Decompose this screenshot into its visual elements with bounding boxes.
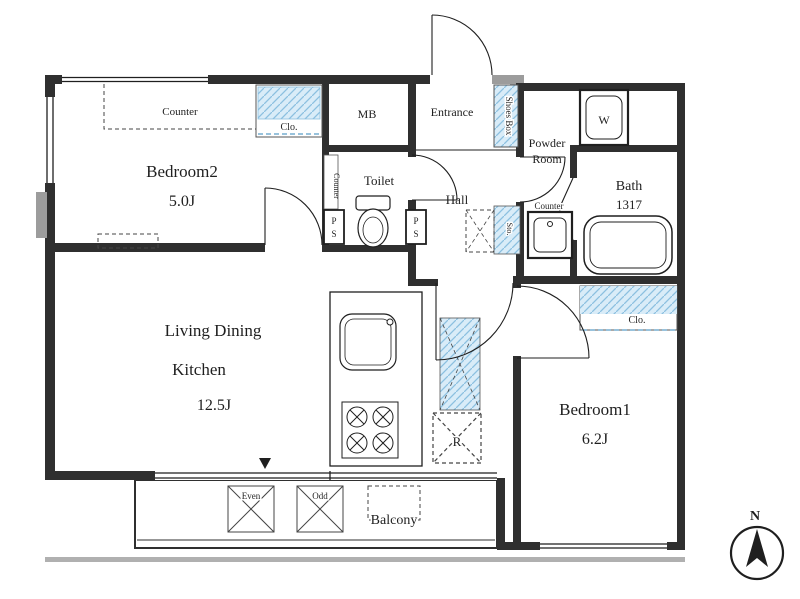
ldk-door-arc	[435, 282, 514, 361]
compass: N	[729, 509, 785, 581]
powder-room-label-2: Room	[532, 152, 562, 166]
vanity-faucet	[547, 221, 553, 227]
toilet-label: Toilet	[364, 173, 395, 188]
stove	[341, 401, 399, 459]
ps-right-s: S	[413, 229, 418, 239]
ac-unit-even	[227, 485, 275, 533]
bedroom1-size-label: 6.2J	[582, 431, 608, 448]
balcony-equipment	[227, 485, 421, 533]
sink-faucet	[386, 318, 394, 326]
doors	[264, 14, 590, 361]
kitchen-sink	[339, 313, 397, 371]
counters	[97, 84, 339, 249]
entrance-label: Entrance	[431, 105, 474, 119]
bedroom2-size-label: 5.0J	[169, 193, 195, 210]
compass-north-label: N	[750, 509, 760, 524]
windows	[45, 75, 667, 550]
bedroom2-door-arc	[264, 187, 323, 246]
section-marker-triangle	[259, 458, 271, 469]
counter-bedroom2-low	[97, 233, 159, 249]
bedroom1-door-arc	[516, 285, 590, 359]
pipe-space-left	[323, 209, 345, 245]
toilet-door-arc	[411, 154, 458, 201]
counter-toilet-label: Counter	[332, 173, 341, 199]
washing-machine-label: W	[598, 113, 610, 127]
labels: Counter Clo. MB Entrance Shoes Box Powde…	[146, 95, 647, 529]
counter-toilet-strip	[323, 154, 339, 210]
toilet-bowl	[357, 208, 389, 248]
toilet-tank	[355, 195, 391, 211]
ps-left-p: P	[331, 216, 336, 226]
even-label: Even	[242, 491, 261, 501]
exterior-pipe-duct	[36, 192, 47, 238]
meter-box-label: MB	[358, 107, 377, 121]
bedroom2-label: Bedroom2	[146, 162, 218, 181]
pipe-space-right	[405, 209, 427, 245]
bathtub	[583, 215, 673, 275]
closet-bedroom2-label: Clo.	[281, 122, 298, 133]
powder-vanity	[526, 210, 574, 260]
bath-size-label: 1317	[616, 197, 643, 212]
closet-bedroom2-box	[255, 84, 323, 138]
storage-areas	[255, 84, 678, 411]
powder-door-arc	[519, 156, 566, 203]
bedroom1-label: Bedroom1	[559, 400, 631, 419]
counter-bedroom2-line	[103, 84, 256, 130]
shoes-box	[493, 84, 519, 148]
entrance-door-arc	[431, 14, 493, 76]
odd-label: Odd	[312, 491, 328, 501]
ac-unit-odd	[296, 485, 344, 533]
balcony-dashed-area	[367, 485, 421, 521]
counter-powder-label: Counter	[535, 201, 564, 211]
closet-bedroom1-label: Clo.	[629, 315, 646, 326]
bath-label: Bath	[616, 179, 642, 194]
balcony-label: Balcony	[371, 513, 418, 528]
compass-needle	[746, 529, 768, 567]
shoes-box-label: Shoes Box	[504, 97, 514, 136]
ldk-label-2: Kitchen	[172, 360, 226, 379]
hall-label: Hall	[446, 192, 469, 207]
stove-burners	[346, 406, 394, 454]
counter-bedroom2-label: Counter	[162, 106, 198, 118]
powder-room-label-1: Powder	[529, 136, 566, 150]
storage-label: Sto.	[505, 223, 514, 236]
ldk-label-1: Living Dining	[165, 321, 262, 340]
building-base-strip	[45, 557, 685, 562]
storage-box	[493, 205, 521, 255]
ps-right-p: P	[413, 216, 418, 226]
ps-left-s: S	[331, 229, 336, 239]
fixtures	[227, 88, 673, 533]
refrigerator-label: R	[453, 434, 462, 449]
refrigerator-space	[432, 412, 482, 464]
ldk-size-label: 12.5J	[197, 397, 231, 414]
